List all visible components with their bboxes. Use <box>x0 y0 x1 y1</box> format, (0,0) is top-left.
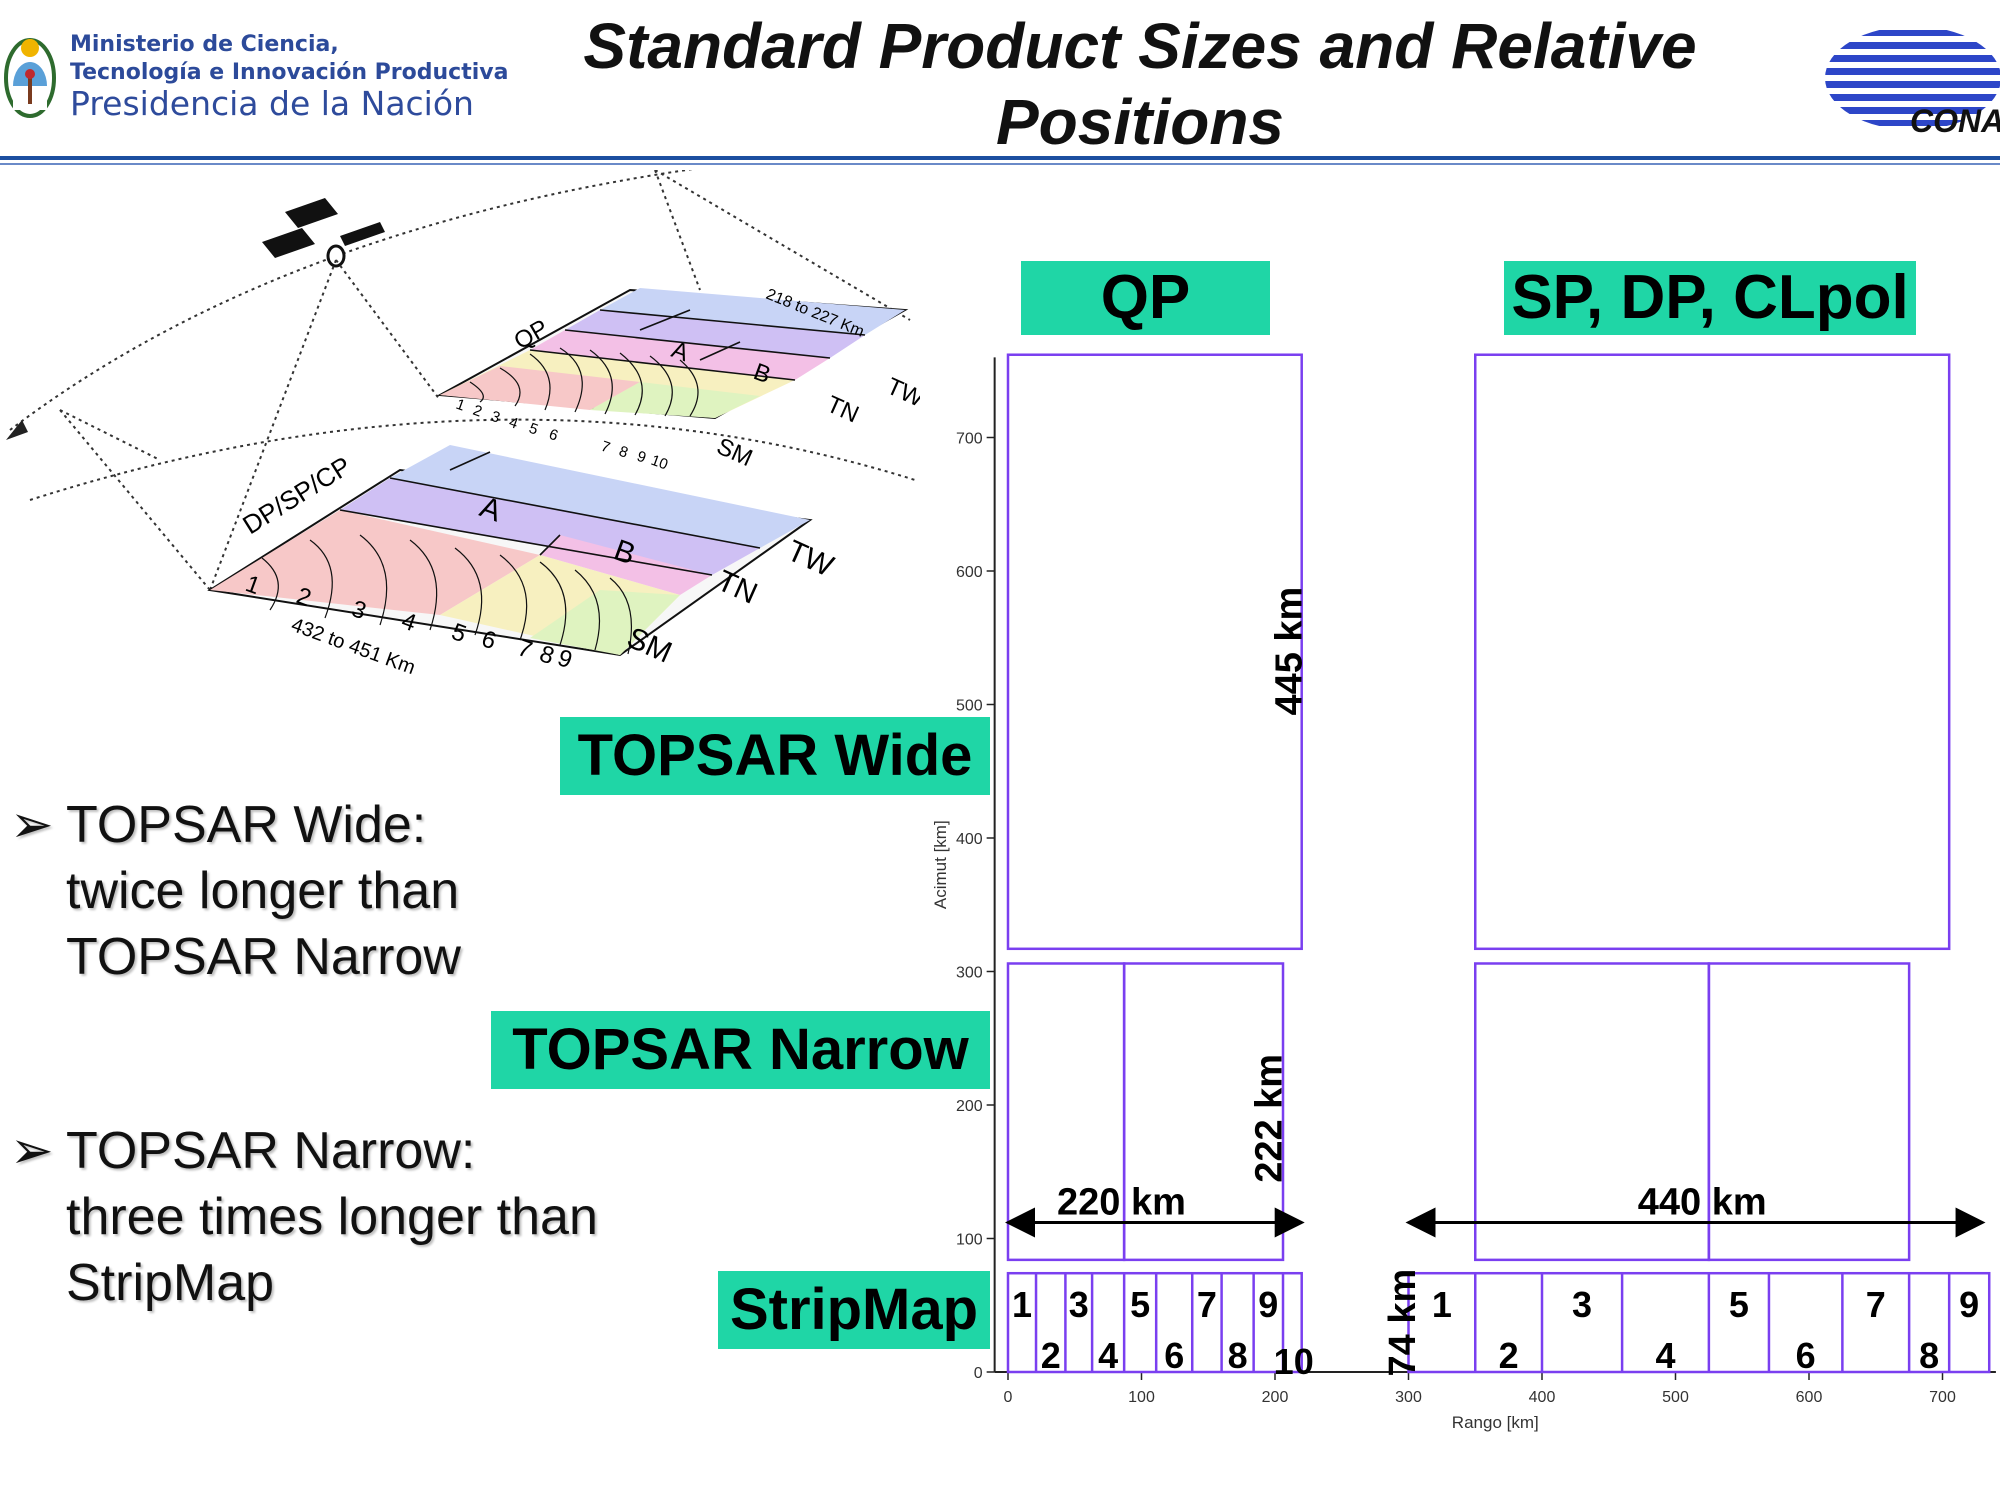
qp-strip-label: 6 <box>1164 1335 1184 1376</box>
sp-strip-label: 7 <box>1866 1284 1886 1325</box>
qp-swath <box>436 288 909 420</box>
qp-tw-height-label: 445 km <box>1269 587 1311 716</box>
chart-product-boxes <box>1006 353 1991 1374</box>
y-tick-label: 600 <box>956 564 983 581</box>
ministry-name-line1: Ministerio de Ciencia, <box>70 32 339 57</box>
bullet-arrow-icon: ➢ <box>10 796 54 854</box>
sp-strip-label: 3 <box>1572 1284 1592 1325</box>
qp-width-label: 220 km <box>1057 1181 1186 1223</box>
badge-stripmap: StripMap <box>718 1271 990 1349</box>
qp-strip-label: 3 <box>1069 1284 1089 1325</box>
qp-tn-height-label: 222 km <box>1249 1054 1291 1183</box>
bullet-wide-line2: twice longer than <box>66 862 460 920</box>
presidency-name: Presidencia de la Nación <box>70 84 474 123</box>
orbit-arrow-icon <box>6 420 28 440</box>
header-divider <box>0 156 2000 165</box>
bullet-narrow-line1: TOPSAR Narrow: <box>66 1122 476 1180</box>
qp-stripmap-box <box>1006 1271 1303 1374</box>
qp-strip-label: 7 <box>1197 1284 1217 1325</box>
badge-topsar-narrow: TOPSAR Narrow <box>491 1011 990 1089</box>
ministry-name-line2: Tecnología e Innovación Productiva <box>70 60 509 85</box>
dpspcp-swath <box>207 445 813 657</box>
x-tick-label: 500 <box>1662 1389 1689 1406</box>
sp-strip-label: 4 <box>1655 1335 1675 1376</box>
ministry-logo-block: Ministerio de Ciencia, Tecnología e Inno… <box>0 20 508 130</box>
sp-strip-label: 9 <box>1959 1284 1979 1325</box>
badge-topsar-wide: TOPSAR Wide <box>560 717 990 795</box>
svg-text:10: 10 <box>649 452 670 474</box>
qp-strip-label: 4 <box>1098 1335 1118 1376</box>
x-axis-label: Rango [km] <box>1452 1413 1539 1432</box>
qp-strip-label: 1 <box>1012 1284 1032 1325</box>
y-tick-label: 500 <box>956 698 983 715</box>
ground-track-arc <box>29 418 916 501</box>
x-tick-label: 600 <box>1796 1389 1823 1406</box>
y-tick-label: 300 <box>956 965 983 982</box>
qp-strip-label: 10 <box>1274 1341 1314 1382</box>
conae-logo: CONAE <box>1825 26 2000 139</box>
qp-strip-label: 5 <box>1130 1284 1150 1325</box>
qp-strip-label: 2 <box>1041 1335 1061 1376</box>
x-tick-label: 400 <box>1529 1389 1556 1406</box>
sm-height-label: 74 km <box>1382 1269 1424 1377</box>
acquisition-geometry-illustration: QP A B 218 to 227 Km TW TN SM 1 2 3 4 5 … <box>6 170 920 679</box>
badge-sp-dp-clpol: SP, DP, CLpol <box>1504 261 1916 335</box>
sp-strip-label: 1 <box>1432 1284 1452 1325</box>
badge-qp: QP <box>1021 261 1270 335</box>
sp-topsar-wide-box <box>1474 353 1951 951</box>
x-tick-label: 300 <box>1395 1389 1422 1406</box>
sp-strip-label: 2 <box>1499 1335 1519 1376</box>
bullet-arrow-icon: ➢ <box>10 1122 54 1180</box>
sp-strip-label: 6 <box>1796 1335 1816 1376</box>
conae-logo-text: CONAE <box>1910 103 2000 139</box>
sp-strip-label: 5 <box>1729 1284 1749 1325</box>
y-tick-label: 700 <box>956 431 983 448</box>
qp-strip-label: 9 <box>1258 1284 1278 1325</box>
conae-globe-icon <box>1825 26 2000 130</box>
y-axis-label: Acimut [km] <box>931 820 950 909</box>
qp-strip-label: 8 <box>1228 1335 1248 1376</box>
slide-title-line2: Positions <box>995 86 1285 158</box>
slide-title-line1: Standard Product Sizes and Relative <box>583 10 1697 82</box>
x-tick-label: 700 <box>1929 1389 1956 1406</box>
bullet-narrow-line3: StripMap <box>66 1254 275 1312</box>
y-tick-label: 400 <box>956 831 983 848</box>
slide-title: Standard Product Sizes and Relative Posi… <box>480 8 1800 160</box>
y-tick-label: 200 <box>956 1098 983 1115</box>
sp-topsar-narrow-box-2 <box>1707 962 1911 1262</box>
x-tick-label: 100 <box>1128 1389 1155 1406</box>
sp-width-label: 440 km <box>1638 1181 1767 1223</box>
sp-stripmap-box <box>1407 1271 1991 1374</box>
orbit-path <box>9 170 694 431</box>
sp-strip-label: 8 <box>1919 1335 1939 1376</box>
bullet-wide-line3: TOPSAR Narrow <box>66 928 461 986</box>
chart-axes: 0 100 200 300 400 500 600 700 0 100 200 300 400 500 60… <box>931 357 1996 1432</box>
y-tick-label: 100 <box>956 1232 983 1249</box>
qp-topsar-narrow-box-2 <box>1122 962 1285 1262</box>
y-tick-label: 0 <box>974 1365 983 1382</box>
bullet-topsar-narrow: ➢ TOPSAR Narrow: three times longer than… <box>10 1118 710 1328</box>
bullet-narrow-line2: three times longer than <box>66 1188 598 1246</box>
argentina-coat-of-arms-icon <box>4 38 56 118</box>
bullet-wide-line1: TOPSAR Wide: <box>66 796 427 854</box>
x-tick-label: 0 <box>1004 1389 1013 1406</box>
bullet-topsar-wide: ➢ TOPSAR Wide: twice longer than TOPSAR … <box>10 792 610 1002</box>
satellite-icon <box>262 198 385 268</box>
x-tick-label: 200 <box>1262 1389 1289 1406</box>
qp-topsar-wide-box <box>1006 353 1303 951</box>
